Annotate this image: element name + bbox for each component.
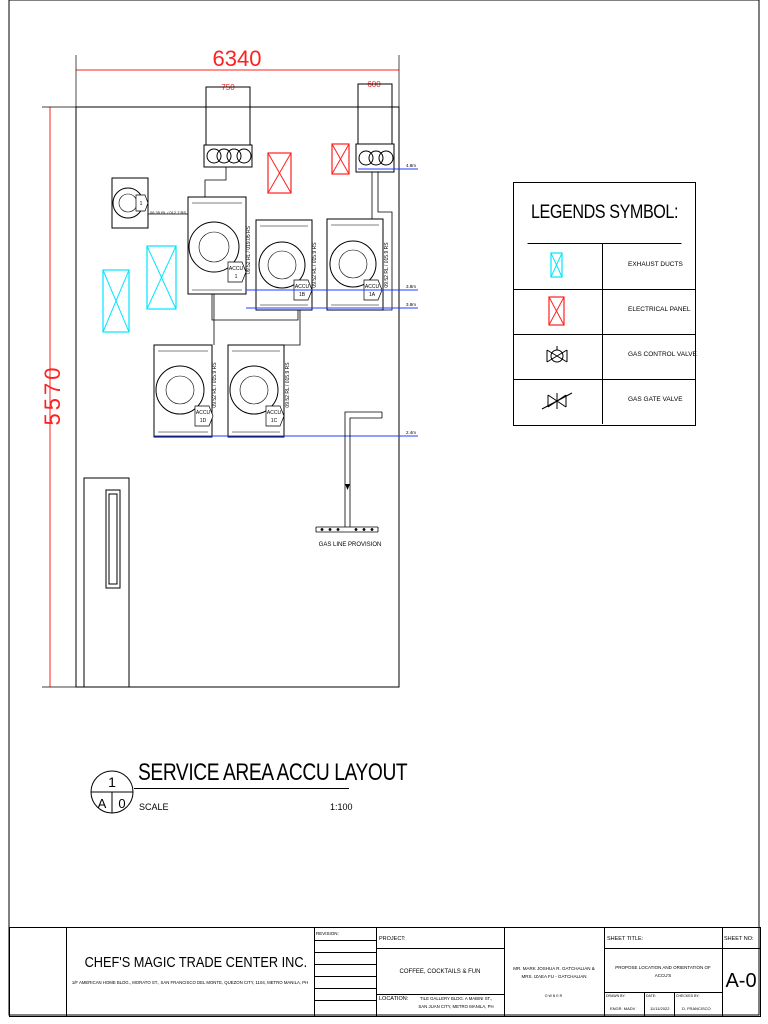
accu-unit-small: 1 06.35 RL / 012.7 RS [111, 177, 186, 229]
accu-unit-1c: ACCU 1C 09.52 RL / 015.9 RS [227, 344, 291, 438]
sheet-title-label: SHEET TITLE: [607, 936, 644, 942]
drawing-title-block: SERVICE AREA ACCU LAYOUT SCALE 1:100 [90, 757, 408, 837]
gas-line-label: GAS LINE PROVISION [319, 542, 382, 548]
refrigerant-piping [148, 167, 393, 346]
drawn-by: ENGR. MADV [610, 1006, 636, 1011]
location-line2: SAN JUAN CITY, METRO MANILA, PH [418, 1004, 494, 1009]
drawing-number-bubble [90, 770, 134, 814]
svg-text:ACCU: ACCU [267, 410, 282, 416]
owner-line2: MRS. IZAEA FU - GATCHALIAN [521, 974, 587, 979]
gas-line-provision [315, 411, 383, 533]
sheet-number: A-0 [725, 970, 757, 992]
dimension-height: 5570 [40, 365, 65, 426]
elevation-label: 2.4m [406, 430, 416, 435]
project-label: PROJECT: [379, 936, 406, 942]
svg-text:ACCU: ACCU [295, 284, 310, 290]
checked-by: D. FRANCISCO [682, 1006, 711, 1011]
electrical-panel-icon [548, 296, 565, 326]
drawing-number: 1 [108, 774, 116, 790]
pipe-label: 09.52 RL / 015.9 RS [312, 242, 318, 288]
scale-value: 1:100 [330, 802, 353, 812]
room-outline [75, 106, 400, 688]
drawing-title: SERVICE AREA ACCU LAYOUT [138, 759, 408, 786]
legend-title: LEGENDS SYMBOL: [527, 183, 682, 244]
accu-unit-main: ACCU 1 09.52 RL / 019.05 RS [187, 196, 252, 295]
elevation-label: 3.8m [406, 302, 416, 307]
owner-label: OWNER [544, 994, 564, 998]
exhaust-hood-left: 750 [203, 83, 253, 168]
company-name: CHEF'S MAGIC TRADE CENTER INC. [84, 954, 308, 971]
exhaust-duct-icon [102, 269, 130, 333]
legend-label: GAS CONTROL VALVE [628, 351, 697, 358]
location-label: LOCATION: [379, 996, 409, 1002]
legend-row-electrical: ELECTRICAL PANEL [514, 289, 695, 335]
sheet-border [8, 0, 760, 1016]
svg-text:ACCU: ACCU [365, 284, 380, 290]
revision-label: REVISION: [316, 931, 339, 936]
exhaust-duct-icon [550, 252, 563, 278]
exhaust-duct-icon [146, 245, 177, 310]
svg-text:1A: 1A [369, 292, 376, 298]
legend-label: EXHAUST DUCTS [628, 261, 683, 268]
legend-row-exhaust: EXHAUST DUCTS [514, 244, 695, 290]
gas-control-valve-icon [546, 346, 568, 363]
legend-label: GAS GATE VALVE [628, 396, 683, 403]
project-name: COFFEE, COCKTAILS & FUN [399, 969, 481, 975]
title-underline [134, 788, 349, 789]
company-address: 1/F AMERICAN HOME BLDG., MORATO ST., SAN… [71, 980, 309, 985]
pipe-label: 09.52 RL / 015.9 RS [212, 362, 218, 408]
sheet-no-label: SHEET NO: [724, 936, 754, 942]
sheet-title-line2: ACCU'S [654, 973, 672, 978]
gas-gate-valve-icon [541, 392, 573, 410]
title-block: CHEF'S MAGIC TRADE CENTER INC. 1/F AMERI… [9, 927, 761, 1017]
svg-text:ACCU: ACCU [196, 410, 211, 416]
accu-unit-1a: ACCU 1A 09.52 RL / 015.9 RS [326, 218, 390, 311]
date: 11/11/2022 [650, 1006, 670, 1011]
elevation-lines [154, 168, 418, 437]
svg-text:ACCU: ACCU [229, 266, 244, 272]
legend-label: ELECTRICAL PANEL [628, 306, 691, 313]
door [83, 477, 130, 688]
checked-by-label: CHECKED BY: [676, 994, 700, 998]
electrical-panel-icon [267, 152, 292, 194]
svg-text:1: 1 [235, 274, 238, 280]
electrical-panel-icon [331, 143, 350, 175]
pipe-label: 06.35 RL / 012.7 RS [150, 210, 186, 215]
pipe-label: 09.52 RL / 019.05 RS [246, 225, 252, 274]
exhaust-hood-right: 600 [355, 80, 395, 173]
svg-text:1C: 1C [271, 418, 278, 424]
date-label: DATE: [646, 994, 657, 998]
owner-line1: MR. MARK JOSHUA R. GATCHALIAN & [513, 966, 595, 971]
svg-text:1B: 1B [299, 292, 306, 298]
accu-unit-1d: ACCU 1D 09.52 RL / 015.9 RS [153, 344, 218, 438]
drawn-by-label: DRAWN BY: [606, 994, 626, 998]
pipe-label: 09.52 RL / 015.9 RS [384, 242, 390, 288]
sheet-title-line1: PROPOSE LOCATION AND ORIENTATION OF [615, 965, 711, 970]
legend-row-gas-control: GAS CONTROL VALVE [514, 334, 697, 380]
legend-table: LEGENDS SYMBOL: EXHAUST DUCTS ELECTRICAL… [513, 182, 697, 426]
legend-row-gas-gate: GAS GATE VALVE [514, 379, 695, 424]
scale-label: SCALE [139, 802, 169, 812]
drawing-sheet-num: 0 [118, 796, 125, 811]
elevation-label: 3.8m [406, 284, 416, 289]
svg-text:1: 1 [140, 201, 143, 207]
svg-text:1D: 1D [200, 418, 207, 424]
drawing-sheet-ref: A [98, 796, 107, 811]
pipe-label: 09.52 RL / 015.9 RS [285, 362, 291, 408]
gas-line-dots [320, 484, 374, 531]
dimension-width: 6340 [213, 46, 262, 71]
location-line1: TILE GALLERY BLDG. A MABINI ST., [419, 996, 493, 1001]
accu-unit-1b: ACCU 1B 09.52 RL / 015.9 RS [255, 219, 318, 311]
elevation-label: 4.8m [406, 163, 416, 168]
